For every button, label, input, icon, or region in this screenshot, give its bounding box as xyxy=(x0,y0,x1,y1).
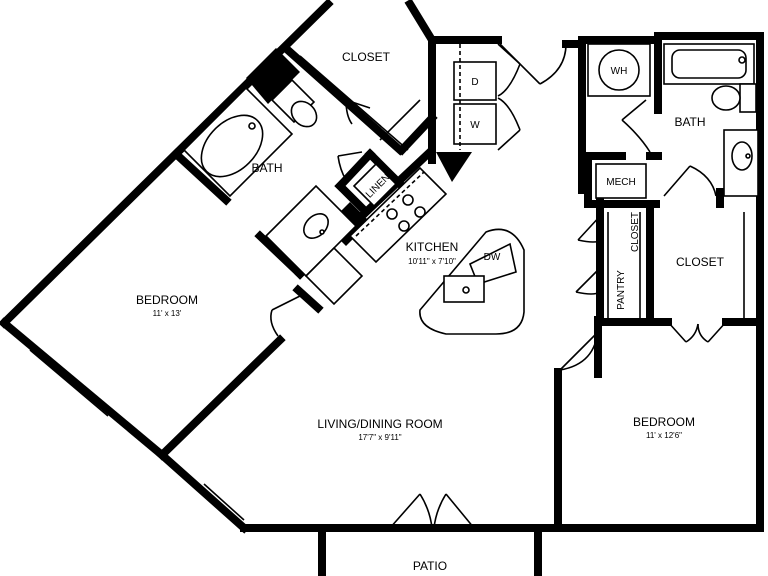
kitchen-island xyxy=(419,228,525,335)
fixtures xyxy=(182,43,759,335)
water-heater-label: WH xyxy=(611,66,628,77)
toilet-right xyxy=(711,83,757,113)
kitchen-size: 10'11" x 7'10" xyxy=(408,257,456,266)
living-label: LIVING/DINING ROOM xyxy=(317,417,442,431)
bath-left-label: BATH xyxy=(251,161,282,175)
mech-label: MECH xyxy=(606,177,635,188)
water-heater xyxy=(587,43,651,97)
bedroom-right-size: 11' x 12'6" xyxy=(646,431,682,440)
dishwasher-label: DW xyxy=(484,252,501,263)
pantry-label: PANTRY xyxy=(616,270,627,310)
vanity-left xyxy=(264,184,358,278)
kitchen-counter xyxy=(348,166,448,264)
bathtub-left xyxy=(182,86,294,198)
interior-walls xyxy=(156,46,764,532)
closet-right-label: CLOSET xyxy=(676,255,725,269)
patio-posts xyxy=(318,528,542,576)
bathtub-right xyxy=(663,43,755,85)
washer-label: W xyxy=(470,120,480,131)
patio-label: PATIO xyxy=(413,559,447,573)
bedroom-left-size: 11' x 13' xyxy=(153,309,182,318)
closet-top-label: CLOSET xyxy=(342,50,391,64)
kitchen-label: KITCHEN xyxy=(406,240,459,254)
bedroom-right-label: BEDROOM xyxy=(633,415,695,429)
windows xyxy=(29,220,764,532)
closet-small-label: CLOSET xyxy=(630,212,641,252)
vanity-right xyxy=(723,129,759,197)
doors xyxy=(270,43,727,529)
living-size: 17'7" x 9'11" xyxy=(358,433,401,442)
washer-dryer xyxy=(453,44,497,150)
toilet-left xyxy=(270,78,318,128)
dryer-label: D xyxy=(471,77,478,88)
bedroom-left-label: BEDROOM xyxy=(136,293,198,307)
bath-right-label: BATH xyxy=(674,115,705,129)
